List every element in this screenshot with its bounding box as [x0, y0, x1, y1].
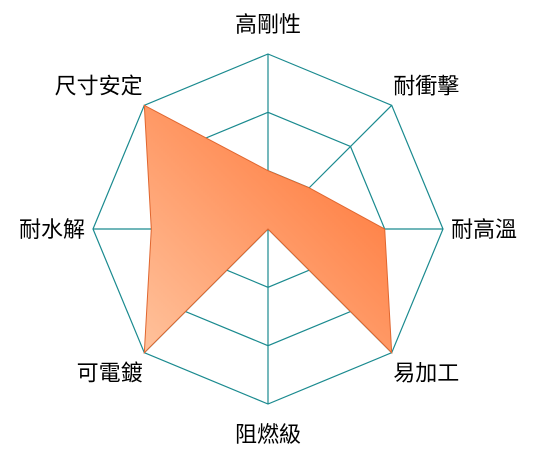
series-area: [143, 104, 393, 354]
axis-label-3: 易加工: [393, 361, 459, 386]
axis-label-2: 耐高溫: [451, 218, 517, 243]
axis-label-6: 耐水解: [19, 218, 85, 243]
axis-label-0: 高剛性: [235, 13, 301, 38]
axis-label-4: 阻燃級: [235, 423, 301, 448]
axis-label-1: 耐衝擊: [393, 75, 459, 100]
axis-label-5: 可電鍍: [77, 361, 143, 386]
axis-label-7: 尺寸安定: [55, 75, 143, 100]
series-polygon-0: [143, 104, 393, 354]
